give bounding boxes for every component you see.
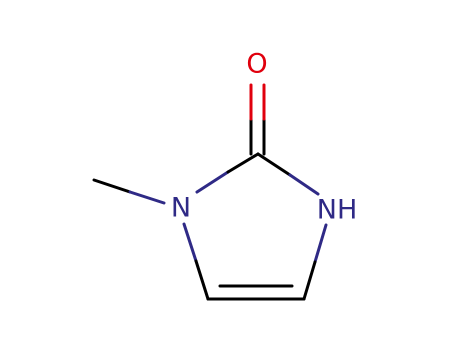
bond-carbonyl-nh: [256, 152, 320, 196]
bond-nh-c4: [302, 223, 328, 301]
atom-oxygen: O: [246, 49, 267, 80]
bond-methyl-n: [92, 178, 166, 205]
bond-c4-c5-double: [206, 284, 306, 301]
atom-nh: NH: [317, 195, 358, 226]
bond-n-c5: [182, 222, 210, 301]
bond-c-o-double: [249, 83, 266, 156]
atom-n-methyl: N: [171, 193, 191, 224]
bond-n-carbonyl: [195, 152, 260, 194]
